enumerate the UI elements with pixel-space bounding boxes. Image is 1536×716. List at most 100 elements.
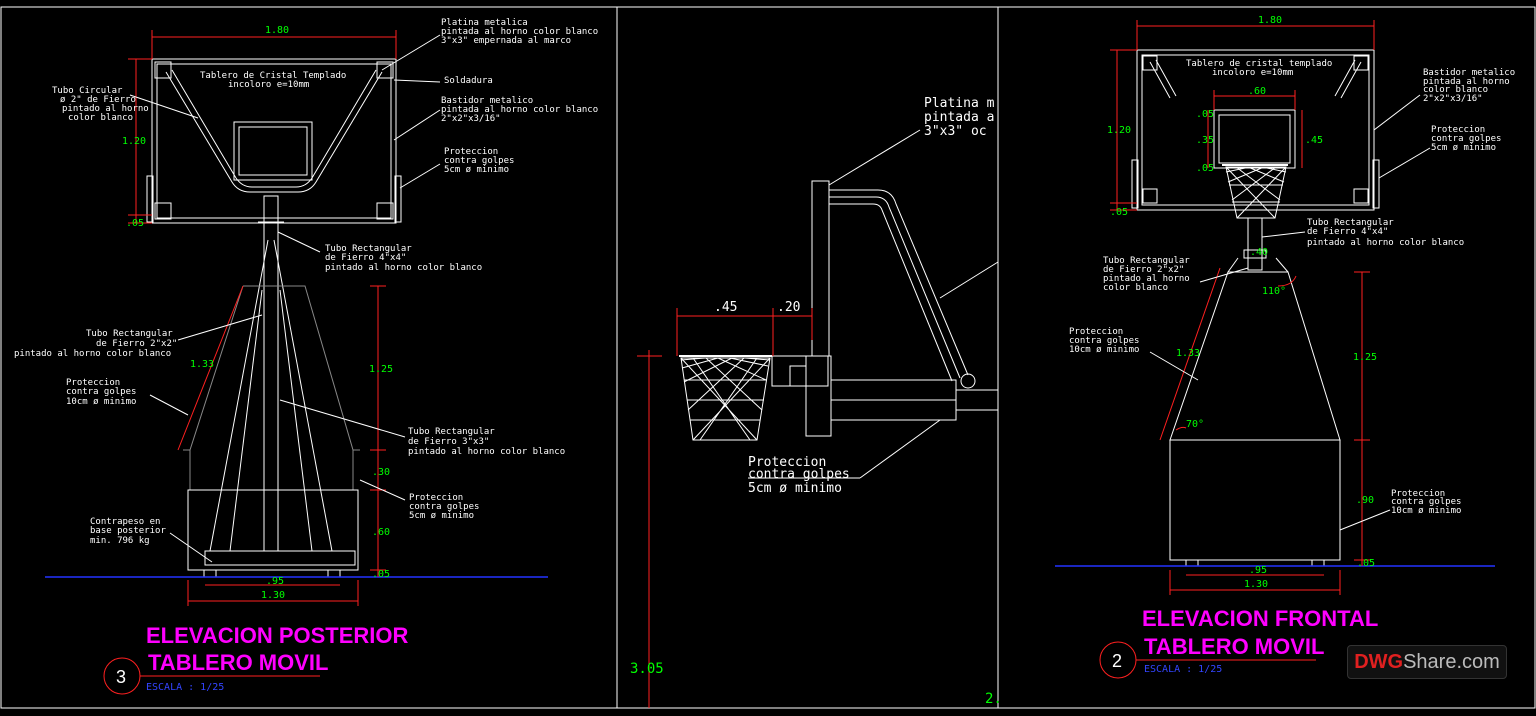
right-note-rect2-1: Tubo Rectangular — [1103, 256, 1190, 266]
right-dim-35: .35 — [1196, 135, 1214, 146]
right-dim-125: 1.25 — [1353, 352, 1377, 363]
left-note-prot-low-1: Proteccion — [409, 493, 463, 503]
right-dim-130: 1.30 — [1244, 579, 1268, 590]
right-dim-133: 1.33 — [1176, 348, 1200, 359]
right-note-prot-top-2: contra golpes — [1431, 134, 1501, 144]
left-dim-30: .30 — [372, 467, 390, 478]
right-note-bastidor-1: Bastidor metalico — [1423, 68, 1515, 78]
left-note-prot-mid-3: 10cm ø minimo — [66, 397, 136, 407]
mid-note-platina-3: 3"x3" oc — [924, 124, 987, 139]
left-title-2: TABLERO MOVIL — [148, 650, 328, 675]
right-dim-40: .40 — [1250, 247, 1268, 258]
mid-note-prot-3: 5cm ø minimo — [748, 481, 842, 496]
mid-dim-305: 3.05 — [630, 661, 664, 677]
mid-dim-2: 2. — [985, 691, 1002, 707]
left-dim-60: .60 — [372, 527, 390, 538]
left-note-tablero-1: Tablero de Cristal Templado — [200, 71, 346, 81]
left-note-tablero-2: incoloro e=10mm — [228, 80, 309, 90]
left-note-tubocirc-3: pintado al horno — [62, 104, 149, 114]
left-dim-05: .05 — [126, 218, 144, 229]
right-note-prot-mid-1: Proteccion — [1069, 327, 1123, 337]
left-dim-120: 1.20 — [122, 136, 146, 147]
left-note-contrapeso-2: base posterior — [90, 526, 166, 536]
right-note-bastidor-2: pintada al horno — [1423, 77, 1510, 87]
right-dim-05a: .05 — [1196, 109, 1214, 120]
left-note-bastidor-3: 2"x2"x3/16" — [441, 114, 501, 124]
left-note-contrapeso-3: min. 796 kg — [90, 536, 150, 546]
right-dim-90: .90 — [1356, 495, 1374, 506]
mid-dim-20: .20 — [777, 300, 800, 315]
left-note-tubocirc-2: ø 2" de Fierro — [60, 95, 136, 105]
right-note-prot-top-3: 5cm ø minimo — [1431, 143, 1496, 153]
left-note-rect2-3: pintado al horno color blanco — [14, 349, 171, 359]
right-view-number: 2 — [1112, 651, 1122, 671]
left-note-platina-1: Platina metalica — [441, 18, 528, 28]
left-note-prot-low-3: 5cm ø minimo — [409, 511, 474, 521]
right-dim-05: .05 — [1110, 207, 1128, 218]
mid-note-prot-2: contra golpes — [748, 467, 850, 482]
left-dim-125: 1.25 — [369, 364, 393, 375]
left-note-rect3-3: pintado al horno color blanco — [408, 447, 565, 457]
right-elevation-drawing — [1055, 20, 1495, 679]
middle-labels: Platina m pintada a 3"x3" oc .45 .20 Pro… — [630, 96, 1002, 707]
right-note-prot-top-1: Proteccion — [1431, 125, 1485, 135]
right-note-bastidor-4: 2"x2"x3/16" — [1423, 94, 1483, 104]
dwgshare-watermark: DWGShare.com — [1347, 645, 1507, 679]
right-note-rect2-2: de Fierro 2"x2" — [1103, 265, 1184, 275]
right-note-rect4-1: Tubo Rectangular — [1307, 218, 1394, 228]
left-labels: 1.80 1.20 .05 1.33 1.25 .30 .60 .05 .95 … — [14, 18, 598, 693]
left-note-rect3-1: Tubo Rectangular — [408, 427, 495, 437]
left-note-rect2-2: de Fierro 2"x2" — [96, 339, 177, 349]
left-note-rect2-1: Tubo Rectangular — [86, 329, 173, 339]
left-note-tubocirc-4: color blanco — [68, 113, 133, 123]
left-note-tubocirc-1: Tubo Circular — [52, 86, 123, 96]
right-scale: ESCALA : 1/25 — [1144, 664, 1222, 675]
left-dim-130: 1.30 — [261, 590, 285, 601]
left-note-prot-top-3: 5cm ø minimo — [444, 165, 509, 175]
left-note-bastidor-1: Bastidor metalico — [441, 96, 533, 106]
right-title-2: TABLERO MOVIL — [1144, 634, 1324, 659]
mid-dim-45: .45 — [714, 300, 737, 315]
right-note-prot-mid-3: 10cm ø minimo — [1069, 345, 1139, 355]
watermark-brand-b: Share.com — [1403, 651, 1500, 673]
right-note-prot-low-3: 10cm ø minimo — [1391, 506, 1461, 516]
left-title-1: ELEVACION POSTERIOR — [146, 623, 409, 648]
left-note-prot-mid-2: contra golpes — [66, 387, 136, 397]
left-note-bastidor-2: pintada al horno color blanco — [441, 105, 598, 115]
right-note-tablero-1: Tablero de cristal templado — [1186, 59, 1332, 69]
right-note-rect4-3: pintado al horno color blanco — [1307, 238, 1464, 248]
right-dim-60: .60 — [1248, 86, 1266, 97]
right-dim-05d: .05 — [1357, 558, 1375, 569]
watermark-brand-a: DWG — [1354, 651, 1404, 673]
left-note-soldadura: Soldadura — [444, 76, 493, 86]
left-view-number: 3 — [116, 667, 126, 687]
viewport-frames — [0, 6, 1536, 709]
left-note-prot-low-2: contra golpes — [409, 502, 479, 512]
left-note-rect4-2: de Fierro 4"x4" — [325, 253, 406, 263]
left-note-rect3-2: de Fierro 3"x3" — [408, 437, 489, 447]
left-dim-133: 1.33 — [190, 359, 214, 370]
left-note-platina-2: pintada al horno color blanco — [441, 27, 598, 37]
right-title-1: ELEVACION FRONTAL — [1142, 606, 1378, 631]
mid-note-prot-1: Proteccion — [748, 455, 826, 470]
right-note-bastidor-3: color blanco — [1423, 85, 1488, 95]
mid-note-platina-1: Platina m — [924, 96, 995, 111]
right-note-prot-mid-2: contra golpes — [1069, 336, 1139, 346]
right-dim-05c: .05 — [1196, 163, 1214, 174]
left-note-contrapeso-1: Contrapeso en — [90, 517, 160, 527]
left-dim-top: 1.80 — [265, 25, 289, 36]
right-note-rect4-2: de Fierro 4"x4" — [1307, 227, 1388, 237]
mid-note-platina-2: pintada a — [924, 110, 994, 125]
right-labels: 1.80 1.20 .05 .60 .05 .35 .45 .05 .40 11… — [1069, 15, 1515, 675]
right-dim-110: 110° — [1262, 286, 1286, 297]
right-note-tablero-2: incoloro e=10mm — [1212, 68, 1293, 78]
right-note-prot-low-1: Proteccion — [1391, 489, 1445, 499]
left-elevation-drawing — [45, 30, 548, 695]
right-dim-70: 70° — [1186, 419, 1204, 430]
left-note-rect4-3: pintado al horno color blanco — [325, 263, 482, 273]
left-note-rect4-1: Tubo Rectangular — [325, 244, 412, 254]
left-note-prot-mid-1: Proteccion — [66, 378, 120, 388]
left-note-prot-top-1: Proteccion — [444, 147, 498, 157]
right-dim-95: .95 — [1249, 565, 1267, 576]
